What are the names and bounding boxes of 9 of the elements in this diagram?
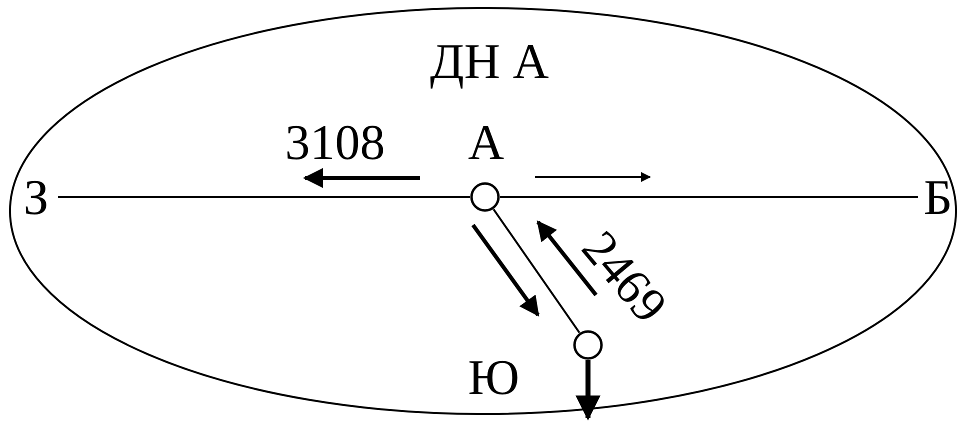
line [58, 196, 470, 198]
arrow [576, 360, 600, 420]
node-label: З [22, 172, 50, 222]
node-caption: А [468, 117, 504, 167]
flow-value: 3108 [285, 117, 385, 167]
node-label: Б [922, 172, 954, 222]
node-caption: Ю [468, 352, 520, 402]
line [492, 208, 580, 334]
line [500, 196, 918, 198]
